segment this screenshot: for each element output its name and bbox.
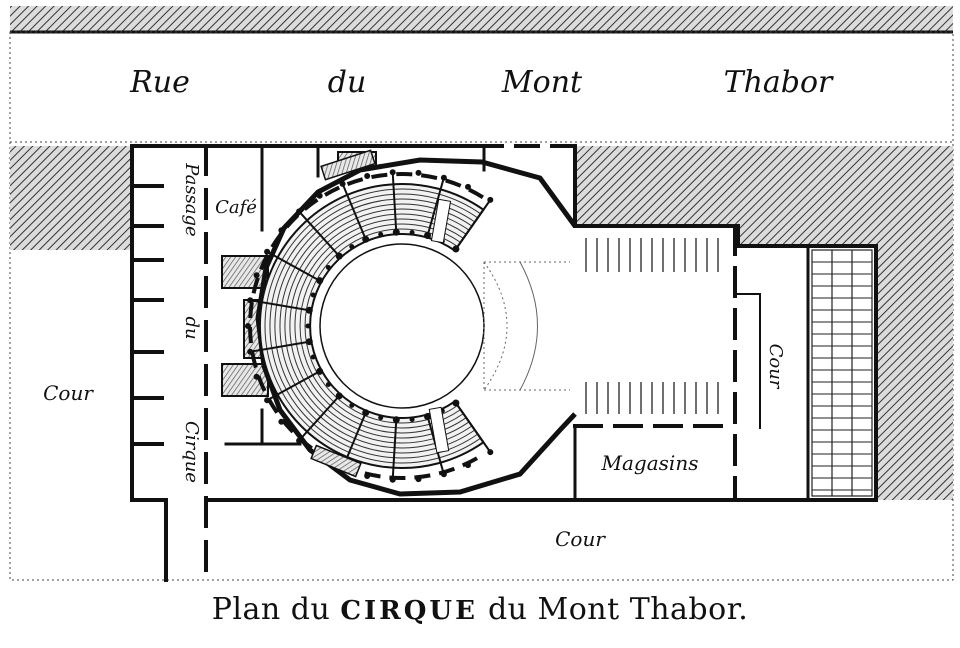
left-hatched-building [10,146,132,250]
right-hatched-building [575,146,953,500]
circus-auditorium [245,149,578,497]
building-walls [130,144,878,582]
caption-part3: du Mont Thabor. [477,592,749,627]
label-cour-right: Cour [765,344,786,390]
street-word-du: du [328,65,367,100]
caption-part1: Plan du [211,592,341,627]
street-name: Rue du Mont Thabor [129,65,834,100]
label-cafe: Café [215,197,257,218]
label-magasins: Magasins [601,451,699,475]
label-passage: Passage [181,162,202,236]
label-passage-cirque: Cirque [181,421,202,483]
top-hatched-buildings [10,6,953,32]
plan-caption: Plan du CIRQUE du Mont Thabor. [0,592,960,627]
street-word-thabor: Thabor [724,65,834,100]
label-cour-left: Cour [43,381,94,405]
right-storage-grid [811,249,873,497]
caption-cirque: CIRQUE [340,596,478,626]
label-passage-du: du [181,316,202,339]
floor-plan: Rue du Mont Thabor Passage du Cirque Caf… [9,6,954,582]
street-word-rue: Rue [129,65,190,100]
label-cour-bottom: Cour [555,527,606,551]
street-word-mont: Mont [501,65,583,100]
stage-floor [585,238,719,414]
